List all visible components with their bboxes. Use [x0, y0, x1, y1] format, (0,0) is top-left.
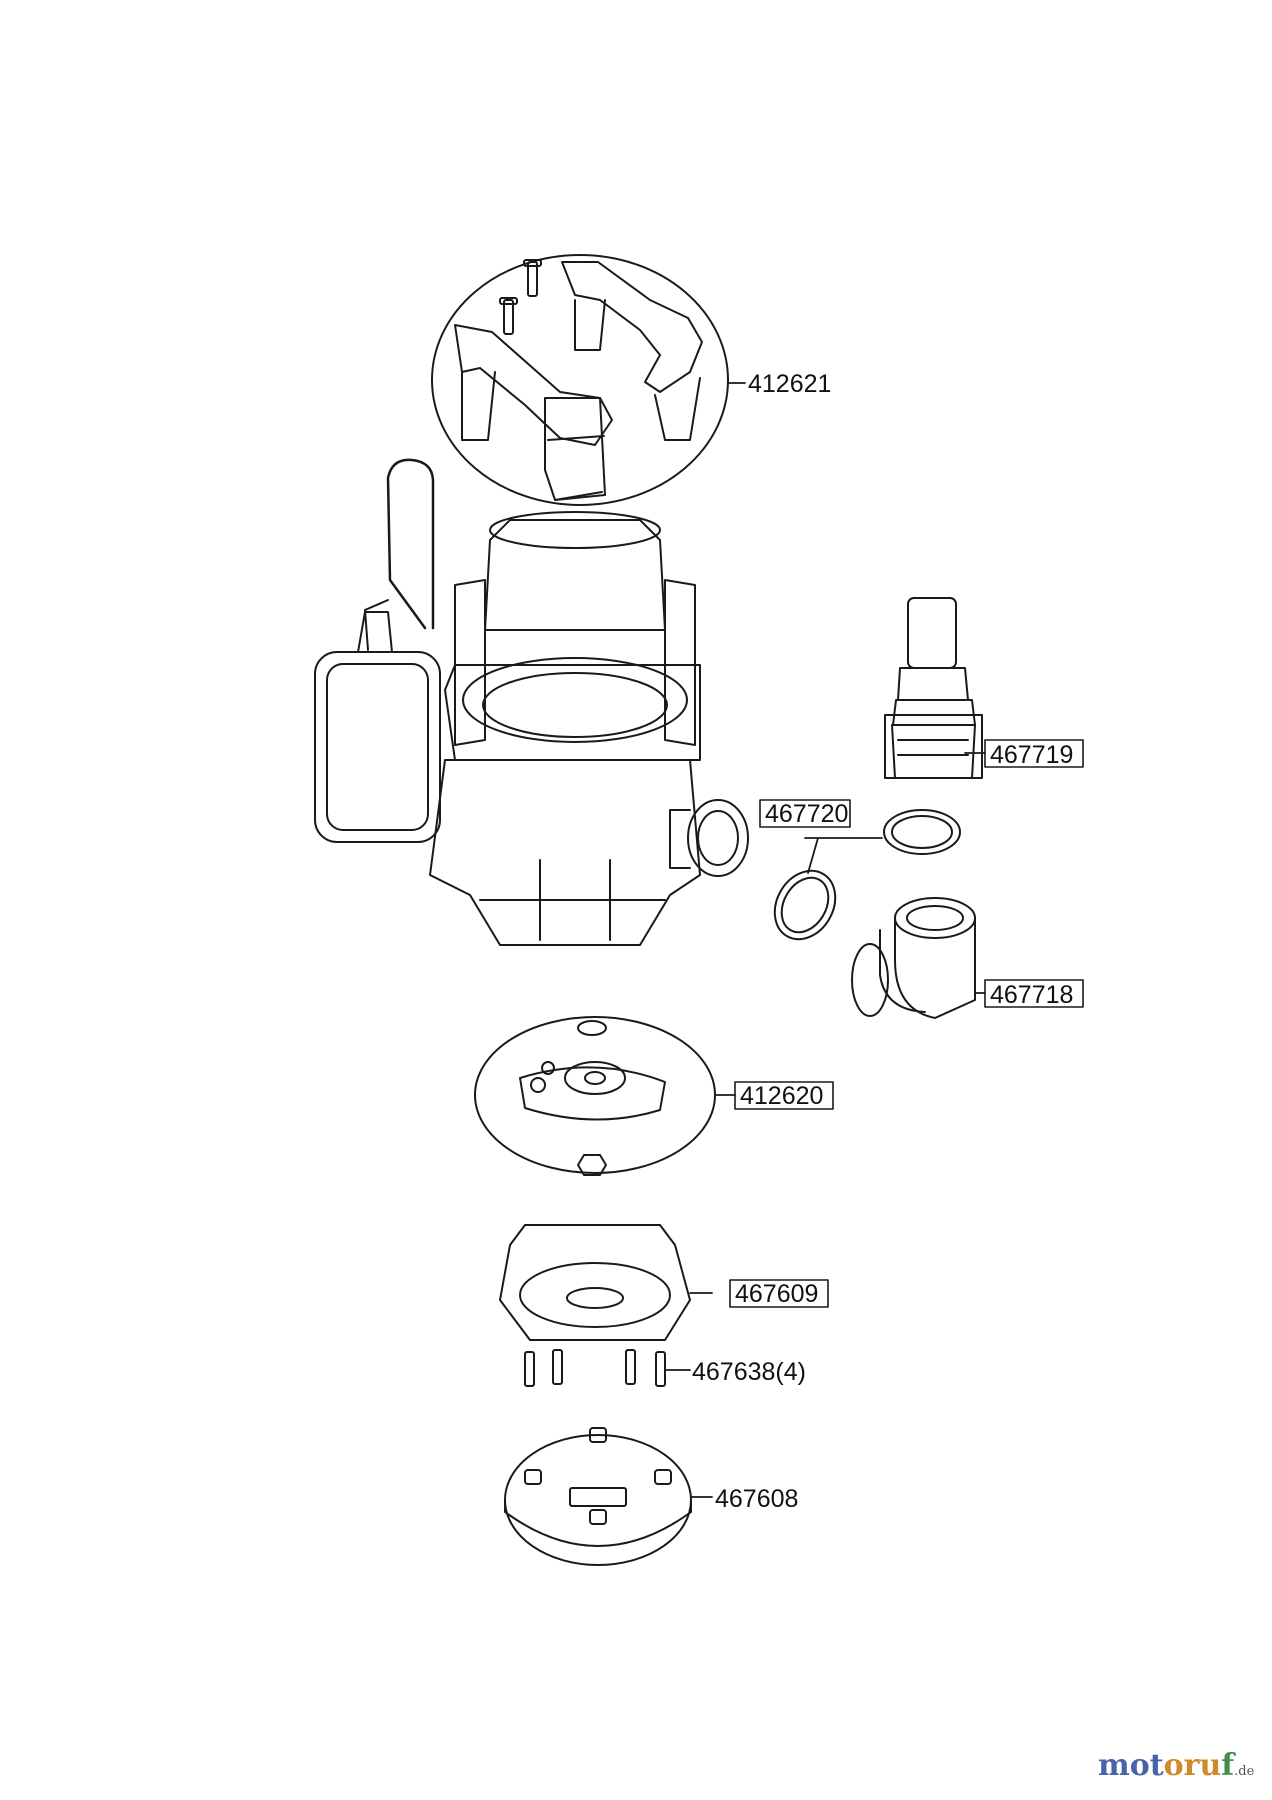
- watermark-part2: oru: [1163, 1748, 1222, 1783]
- screw-set: [524, 1349, 666, 1387]
- part-label-467609: 467609: [735, 1280, 818, 1308]
- handle-assembly: [431, 254, 729, 506]
- part-label-467720: 467720: [765, 800, 848, 828]
- impeller-assembly: [474, 1016, 716, 1176]
- watermark-part1: mot: [1098, 1748, 1164, 1783]
- watermark-logo: motoruf.de: [1098, 1748, 1254, 1783]
- leader-lines: [664, 382, 986, 1498]
- handle-detail-circle: [431, 254, 729, 506]
- label-boxes: [729, 739, 1084, 1308]
- watermark-tld: .de: [1234, 1764, 1255, 1779]
- pump-body: [314, 458, 749, 946]
- float-switch: [314, 651, 441, 843]
- part-label-467608: 467608: [715, 1485, 798, 1513]
- part-label-412621: 412621: [748, 370, 831, 398]
- outlet-port: [687, 799, 749, 877]
- outlet-adapter: [884, 597, 983, 779]
- seal-rings: [773, 809, 961, 941]
- part-label-467719: 467719: [990, 741, 1073, 769]
- elbow-fitting: [851, 897, 976, 1019]
- base-plate: [504, 1427, 692, 1566]
- part-label-467638: 467638(4): [692, 1358, 806, 1386]
- part-label-467718: 467718: [990, 981, 1073, 1009]
- watermark-part3: f: [1221, 1748, 1235, 1783]
- part-label-412620: 412620: [740, 1082, 823, 1110]
- volute-housing: [499, 1224, 691, 1341]
